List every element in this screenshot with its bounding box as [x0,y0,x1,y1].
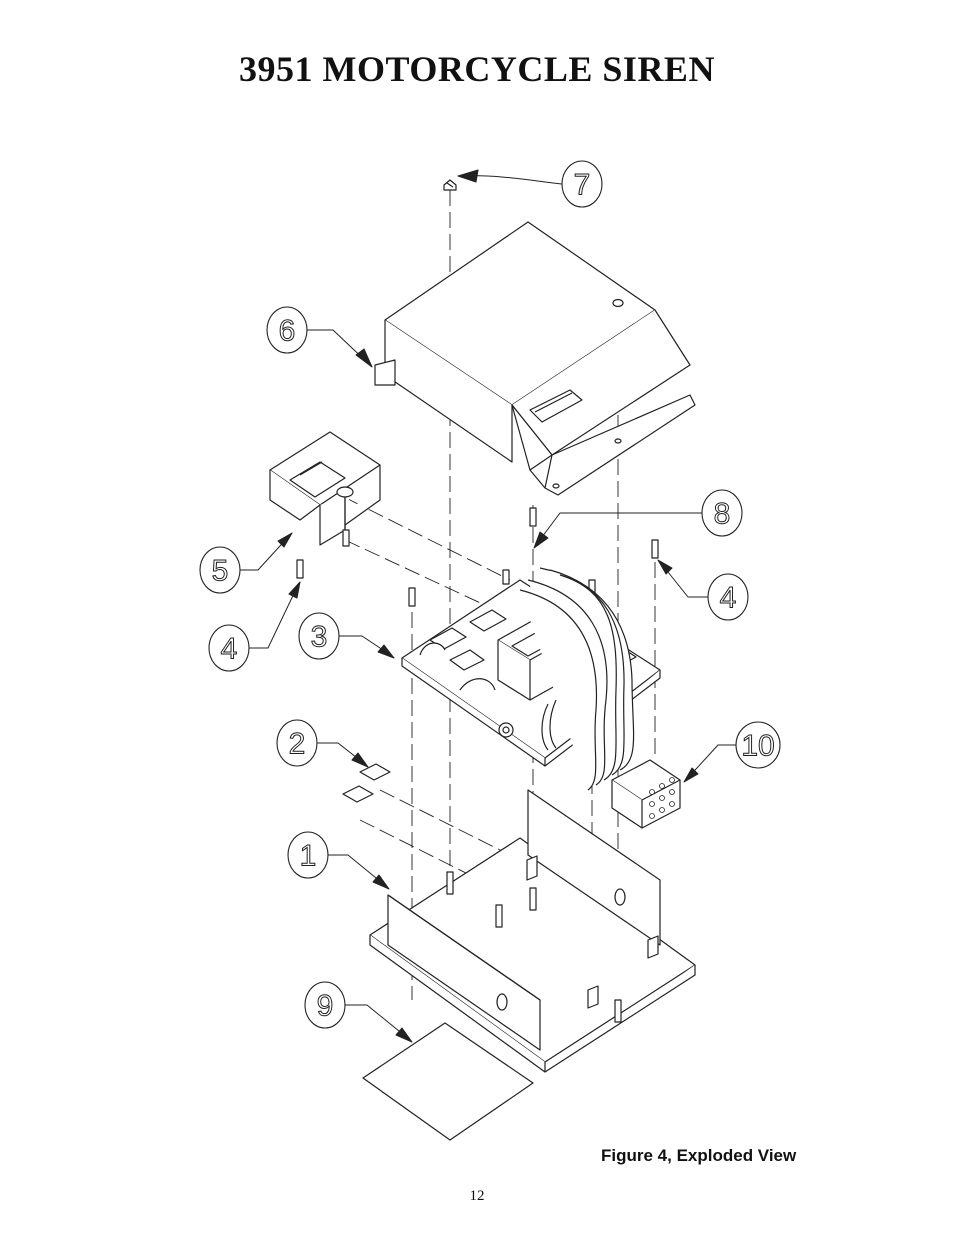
callout-10: 10 [741,730,774,763]
callout-circles [199,160,781,1029]
part-4-screws [296,507,659,607]
callout-9: 9 [317,990,334,1023]
callout-7: 7 [574,169,591,202]
page-number: 12 [469,1188,485,1204]
part-7-screw [443,179,457,191]
callout-leaders [239,169,736,1043]
page-title: 3951 MOTORCYCLE SIREN [239,49,715,89]
part-9-label-plate [362,1022,534,1141]
callout-5: 5 [212,555,229,588]
part-3-circuit-board [401,567,661,791]
callout-3: 3 [311,621,328,654]
part-1-base-chassis [369,789,696,1073]
callout-4-right: 4 [720,582,737,615]
figure-caption: Figure 4, Exploded View [601,1146,797,1165]
callout-4-left: 4 [221,633,238,666]
part-6-top-cover [374,221,696,496]
part-2-pads [342,763,391,803]
part-10-connector [611,759,681,829]
callout-6: 6 [279,315,296,348]
callout-8: 8 [714,498,731,531]
part-5-bracket [269,431,381,546]
callout-2: 2 [289,728,306,761]
callout-1: 1 [300,840,317,873]
